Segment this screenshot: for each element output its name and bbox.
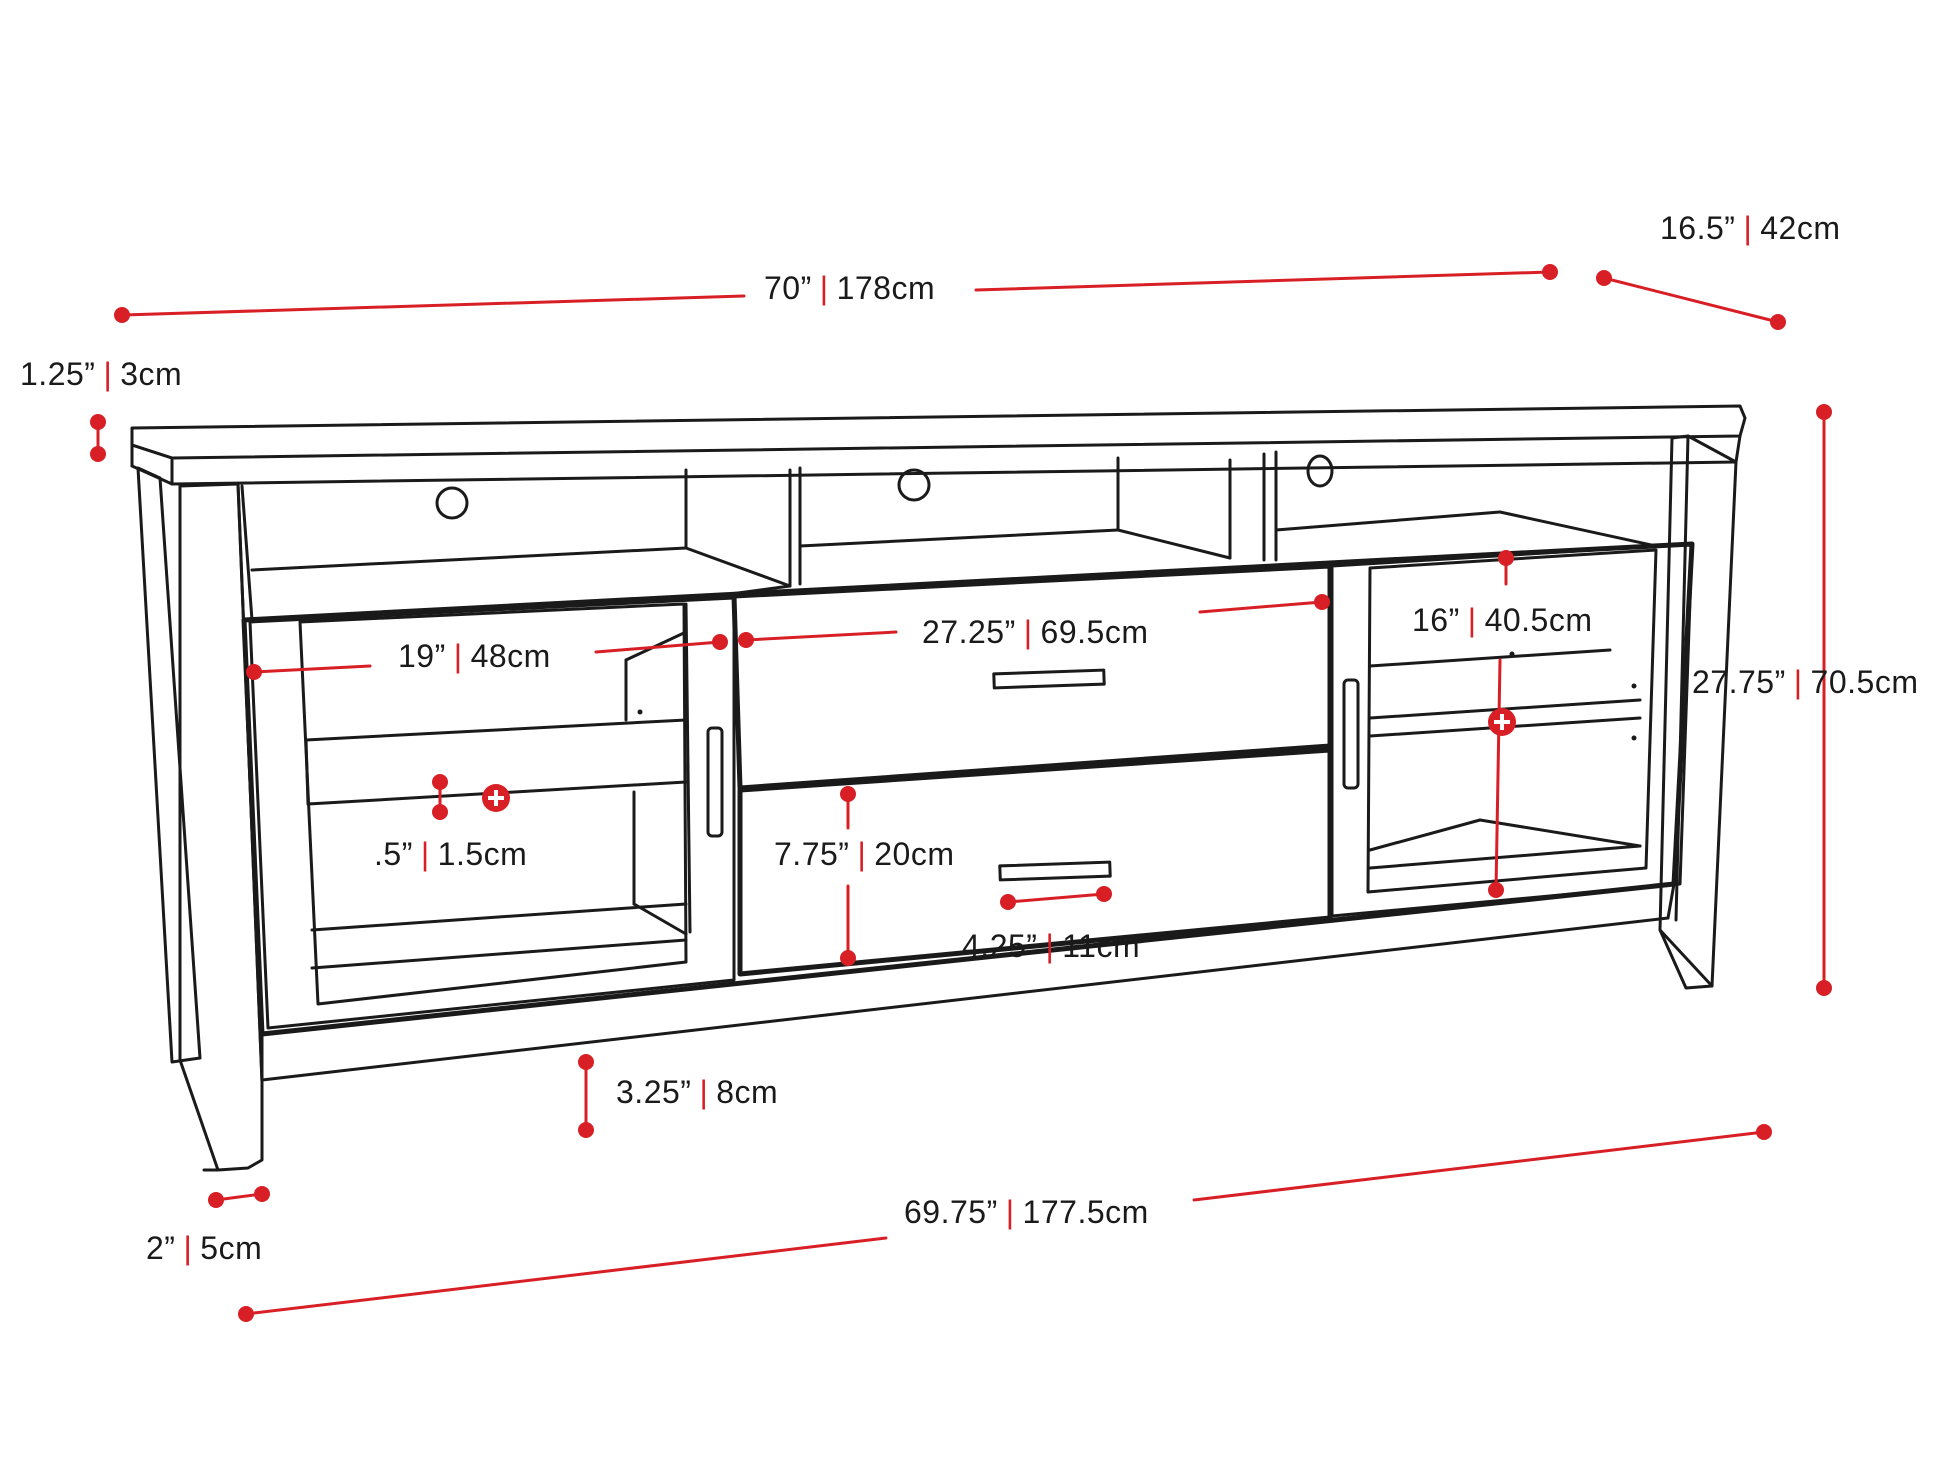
right-door-handle[interactable] [1342, 678, 1360, 790]
base-width-label: 69.75”|177.5cm [904, 1194, 1149, 1230]
drawer-width-label: 27.25”|69.5cm [922, 614, 1149, 650]
handle-width-label: 4.25”|11cm [962, 928, 1141, 964]
depth-label: 16.5”|42cm [1660, 210, 1841, 246]
upper-drawer-handle[interactable] [992, 668, 1106, 690]
side-cabinet-label: 19”|48cm [398, 638, 551, 674]
clearance-label: 3.25”|8cm [616, 1074, 779, 1110]
top-thickness-label: 1.25”|3cm [20, 356, 183, 392]
plus-circle-icon [1488, 708, 1516, 736]
lower-drawer[interactable] [737, 747, 1333, 977]
left-back-leg [136, 466, 202, 1064]
overall-width-label: 70”|178cm [764, 270, 936, 306]
dimension-lines [90, 264, 1832, 1322]
tv-stand-drawing [130, 404, 1747, 1172]
cable-hole-center [897, 468, 931, 502]
plus-circle-icon [482, 784, 510, 812]
drawer-height-label: 7.75”|20cm [774, 836, 955, 872]
lower-drawer-handle[interactable] [998, 860, 1112, 882]
shelf-thickness-label: .5”|1.5cm [374, 836, 528, 872]
cable-hole-right [1306, 454, 1334, 488]
upper-drawer[interactable] [731, 563, 1333, 791]
right-front-leg [1658, 434, 1738, 990]
top-slab [130, 404, 1747, 460]
right-cabinet-label: 16”|40.5cm [1412, 602, 1593, 638]
cable-hole-left [435, 486, 469, 520]
leg-width-label: 2”|5cm [146, 1230, 263, 1266]
left-door[interactable] [248, 596, 736, 1030]
left-door-handle[interactable] [706, 726, 724, 838]
overall-height-label: 27.75”|70.5cm [1692, 664, 1919, 700]
